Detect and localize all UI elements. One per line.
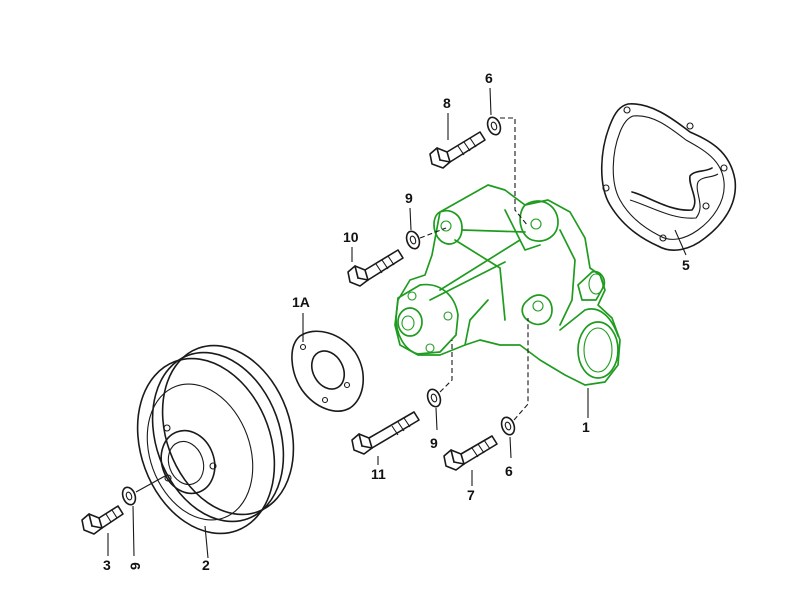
callout-washer-top: 6 bbox=[485, 70, 493, 86]
callout-pulley: 2 bbox=[202, 557, 210, 573]
callout-bolt-lower-right: 7 bbox=[467, 487, 475, 503]
washer-lower-right bbox=[500, 318, 529, 459]
seal-plate bbox=[291, 313, 365, 412]
washer-upper-left bbox=[405, 207, 447, 250]
callout-washer-upper-left: 9 bbox=[405, 190, 413, 206]
washer-pulley bbox=[121, 475, 166, 557]
callout-washer-lower-right: 6 bbox=[505, 463, 513, 479]
gasket bbox=[600, 103, 737, 256]
callout-seal-plate: 1A bbox=[292, 294, 310, 310]
callout-bolt-upper-left: 10 bbox=[343, 229, 359, 245]
bolt-top bbox=[429, 113, 486, 169]
water-pump bbox=[394, 184, 621, 386]
callout-washer-pulley: 9 bbox=[127, 562, 143, 570]
washer-top bbox=[486, 87, 529, 227]
bolt-lower-left bbox=[351, 411, 420, 465]
pulley-bolt bbox=[81, 505, 124, 556]
pulley bbox=[136, 344, 295, 559]
callout-bolt-lower-left: 11 bbox=[371, 466, 386, 482]
washer-lower-mid bbox=[426, 340, 453, 431]
bolt-upper-left bbox=[347, 247, 404, 287]
callout-bolt-top: 8 bbox=[443, 95, 451, 111]
callout-washer-lower-mid: 9 bbox=[430, 435, 438, 451]
callout-water-pump: 1 bbox=[582, 419, 590, 435]
callout-pulley-bolt: 3 bbox=[103, 557, 111, 573]
bolt-lower-right bbox=[443, 435, 498, 486]
callout-gasket: 5 bbox=[682, 257, 690, 273]
